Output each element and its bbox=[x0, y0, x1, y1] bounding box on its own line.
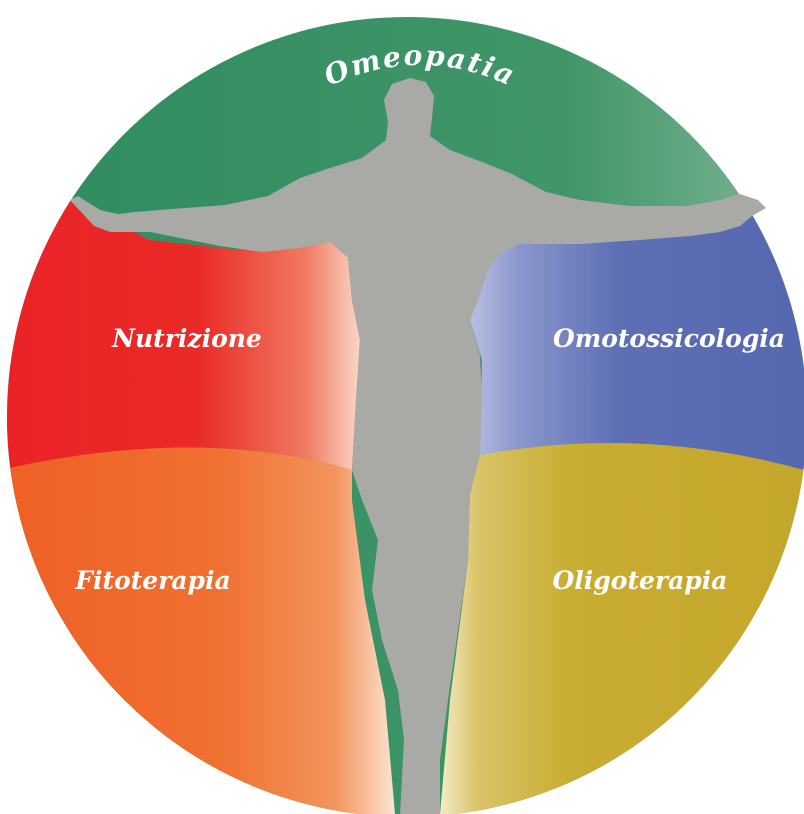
label-omotossicologia: Omotossicologia bbox=[553, 324, 785, 353]
label-oligoterapia: Oligoterapia bbox=[553, 566, 728, 595]
label-fitoterapia: Fitoterapia bbox=[74, 566, 230, 595]
segment-lower-left-fitoterapia bbox=[0, 448, 395, 814]
label-nutrizione: Nutrizione bbox=[111, 324, 262, 353]
segment-lower-right-oligoterapia bbox=[440, 443, 804, 814]
